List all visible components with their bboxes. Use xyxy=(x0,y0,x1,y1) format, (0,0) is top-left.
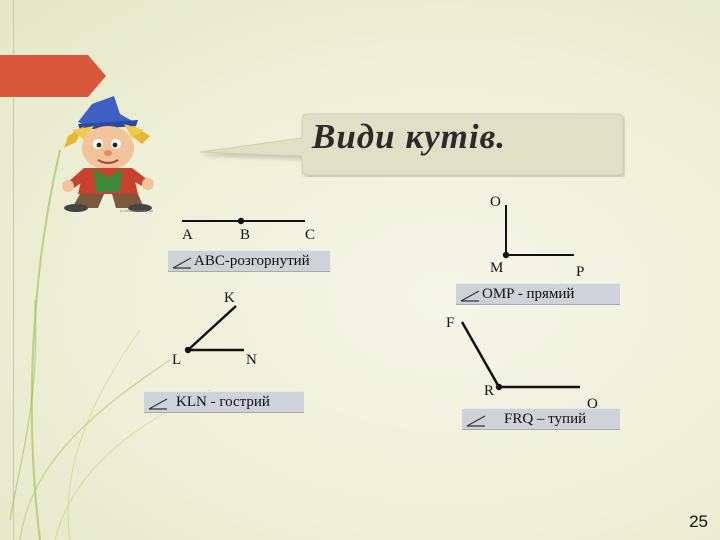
point-q-label: Q xyxy=(587,396,598,412)
point-a-label: A xyxy=(182,227,193,243)
image-credit: ru.fotolia.fotolia.ua xyxy=(120,208,153,213)
angle-abc-chip: ABC-розгорнутий xyxy=(168,250,330,272)
point-l-label: L xyxy=(172,352,182,368)
vertex-r xyxy=(495,383,503,391)
point-m-label: M xyxy=(490,260,504,276)
point-r-label: R xyxy=(484,383,495,399)
page-number: 25 xyxy=(689,512,708,531)
red-arrow-banner xyxy=(0,55,106,97)
angle-kln-label: KLN - гострий xyxy=(176,394,270,410)
angle-frq-label: FRQ – тупий xyxy=(504,411,587,427)
angle-omp-chip: OMP - прямий xyxy=(456,283,620,305)
ray-rf xyxy=(460,321,501,388)
angle-omp-label: OMP - прямий xyxy=(482,286,575,302)
slide-frame xyxy=(13,0,720,540)
point-c-label: C xyxy=(305,227,316,243)
vertex-b xyxy=(237,217,245,225)
slide-title: Види кутів. xyxy=(312,117,506,156)
vertex-l xyxy=(184,346,192,354)
point-f-label: F xyxy=(446,315,455,331)
point-o-label: O xyxy=(490,194,501,210)
speech-bubble xyxy=(200,113,624,176)
ray-lk xyxy=(187,305,237,351)
angle-icon xyxy=(460,290,480,302)
angle-icon xyxy=(148,398,168,410)
point-n-label: N xyxy=(246,352,257,368)
point-k-label: K xyxy=(224,290,235,306)
angle-abc-label: ABC-розгорнутий xyxy=(194,253,310,269)
angle-icon xyxy=(172,257,192,269)
angle-icon xyxy=(466,415,486,427)
point-b-label: B xyxy=(240,227,251,243)
angle-frq-chip: FRQ – тупий xyxy=(462,408,620,430)
scarecrow-illustration xyxy=(62,96,154,212)
point-p-label: P xyxy=(576,264,585,280)
vertex-m xyxy=(502,251,510,259)
angle-kln-chip: KLN - гострий xyxy=(144,391,304,413)
